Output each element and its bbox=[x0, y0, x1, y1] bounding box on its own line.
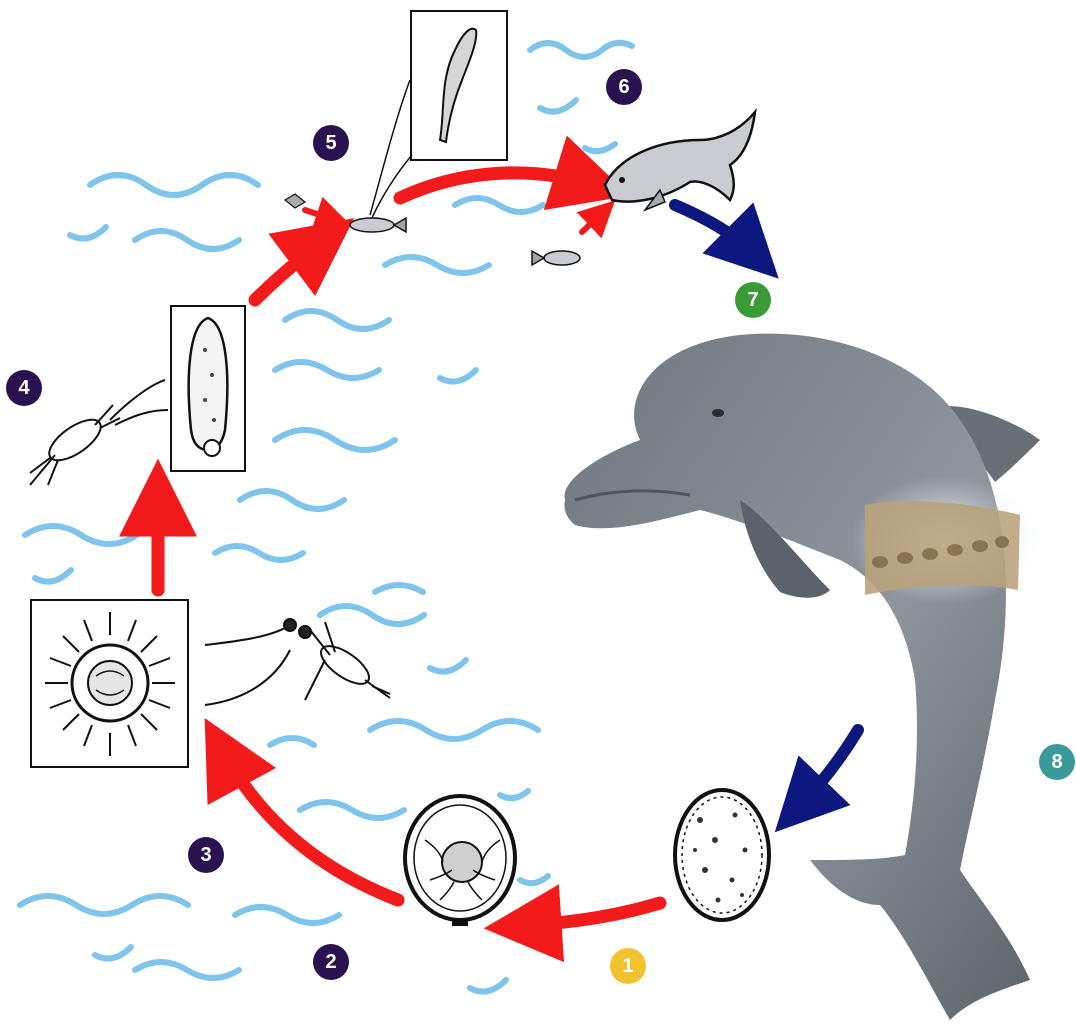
egg-icon bbox=[675, 790, 769, 920]
step-badge-7: 7 bbox=[735, 282, 771, 318]
red-arrows bbox=[158, 173, 660, 926]
step-badge-5: 5 bbox=[313, 125, 349, 161]
water-waves bbox=[20, 43, 632, 992]
step-badge-8: 8 bbox=[1039, 744, 1075, 780]
svg-text:7: 7 bbox=[747, 289, 758, 311]
copepod-host-icon bbox=[30, 380, 168, 485]
step-badge-6: 6 bbox=[606, 69, 642, 105]
large-fish-icon bbox=[605, 112, 755, 210]
svg-text:8: 8 bbox=[1051, 751, 1062, 773]
dolphin-icon bbox=[564, 334, 1040, 1020]
step-badge-2: 2 bbox=[313, 944, 349, 980]
svg-text:3: 3 bbox=[200, 844, 211, 866]
svg-text:5: 5 bbox=[325, 132, 336, 154]
step-badge-3: 3 bbox=[188, 837, 224, 873]
copepod-icon bbox=[205, 619, 390, 705]
small-fish-icon bbox=[285, 194, 580, 265]
svg-text:4: 4 bbox=[18, 377, 30, 399]
svg-text:2: 2 bbox=[325, 951, 336, 973]
procercoid-icon bbox=[171, 306, 245, 471]
embryonated-egg-icon bbox=[405, 796, 515, 926]
svg-text:1: 1 bbox=[622, 955, 633, 977]
adult-tapeworm-icon bbox=[850, 475, 1040, 605]
step-badge-4: 4 bbox=[6, 370, 42, 406]
step-badge-1: 1 bbox=[610, 948, 646, 984]
svg-text:6: 6 bbox=[618, 76, 629, 98]
coracidium-icon bbox=[31, 600, 188, 767]
